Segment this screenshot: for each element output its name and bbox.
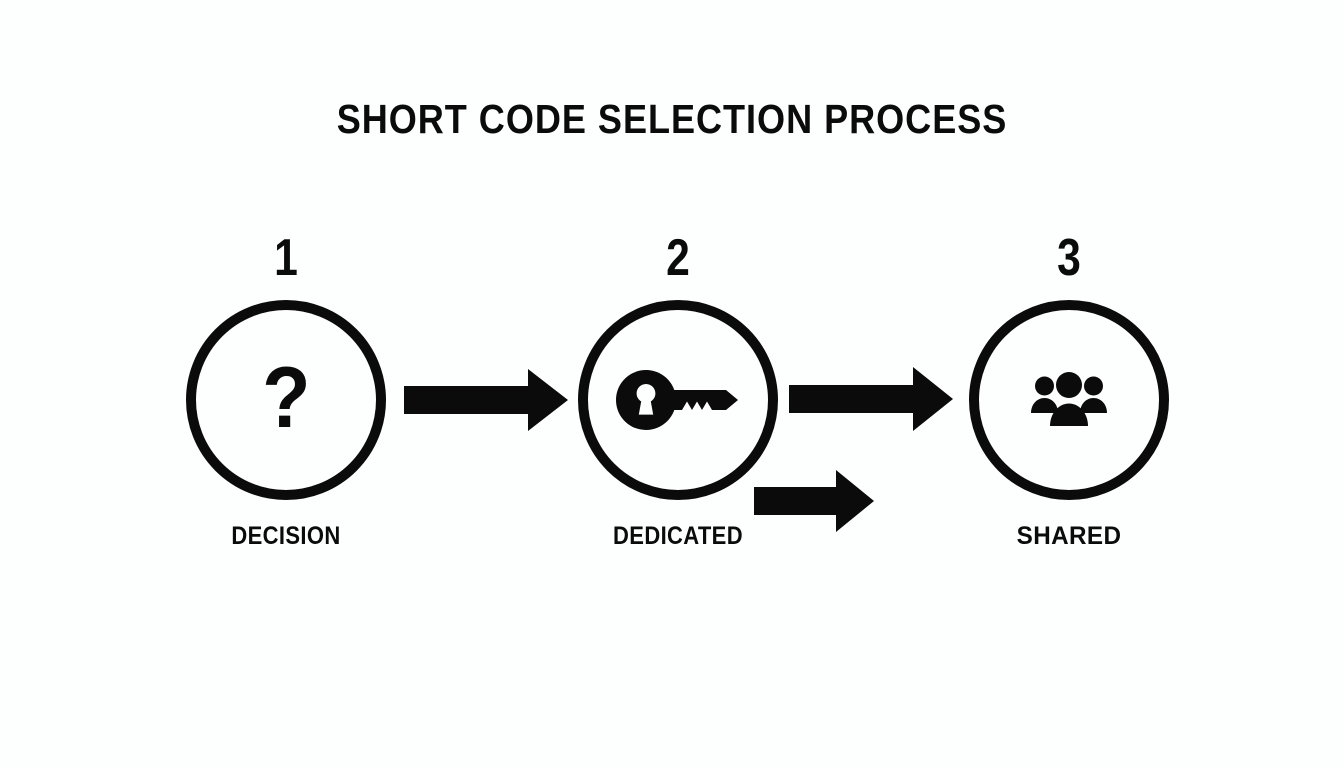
process-step-shared[interactable]: 3 SHARED xyxy=(949,232,1189,562)
step-label-shared: SHARED xyxy=(1016,522,1122,550)
step-circle-3 xyxy=(969,300,1169,500)
arrow-dedicated-to-shared xyxy=(789,367,953,436)
step-circle-1 xyxy=(186,300,386,500)
step-label-decision: DECISION xyxy=(231,522,341,550)
arrow-dedicated-to-shared-secondary xyxy=(754,470,874,537)
step-label-dedicated: DEDICATED xyxy=(613,522,743,550)
step-number-1: 1 xyxy=(274,229,298,287)
page-title: SHORT CODE SELECTION PROCESS xyxy=(336,96,1008,142)
step-circle-2 xyxy=(578,300,778,500)
question-mark-glyph: ? xyxy=(261,350,311,446)
step-number-3: 3 xyxy=(1057,229,1081,287)
process-step-dedicated[interactable]: 2 DEDICATED xyxy=(558,232,798,562)
arrow-decision-to-dedicated xyxy=(404,369,568,436)
process-step-decision[interactable]: 1 ? DECISION xyxy=(166,232,406,562)
key-icon xyxy=(578,300,778,500)
step-number-2: 2 xyxy=(666,229,690,287)
question-mark-icon: ? xyxy=(186,300,386,500)
people-group-icon xyxy=(969,300,1169,500)
